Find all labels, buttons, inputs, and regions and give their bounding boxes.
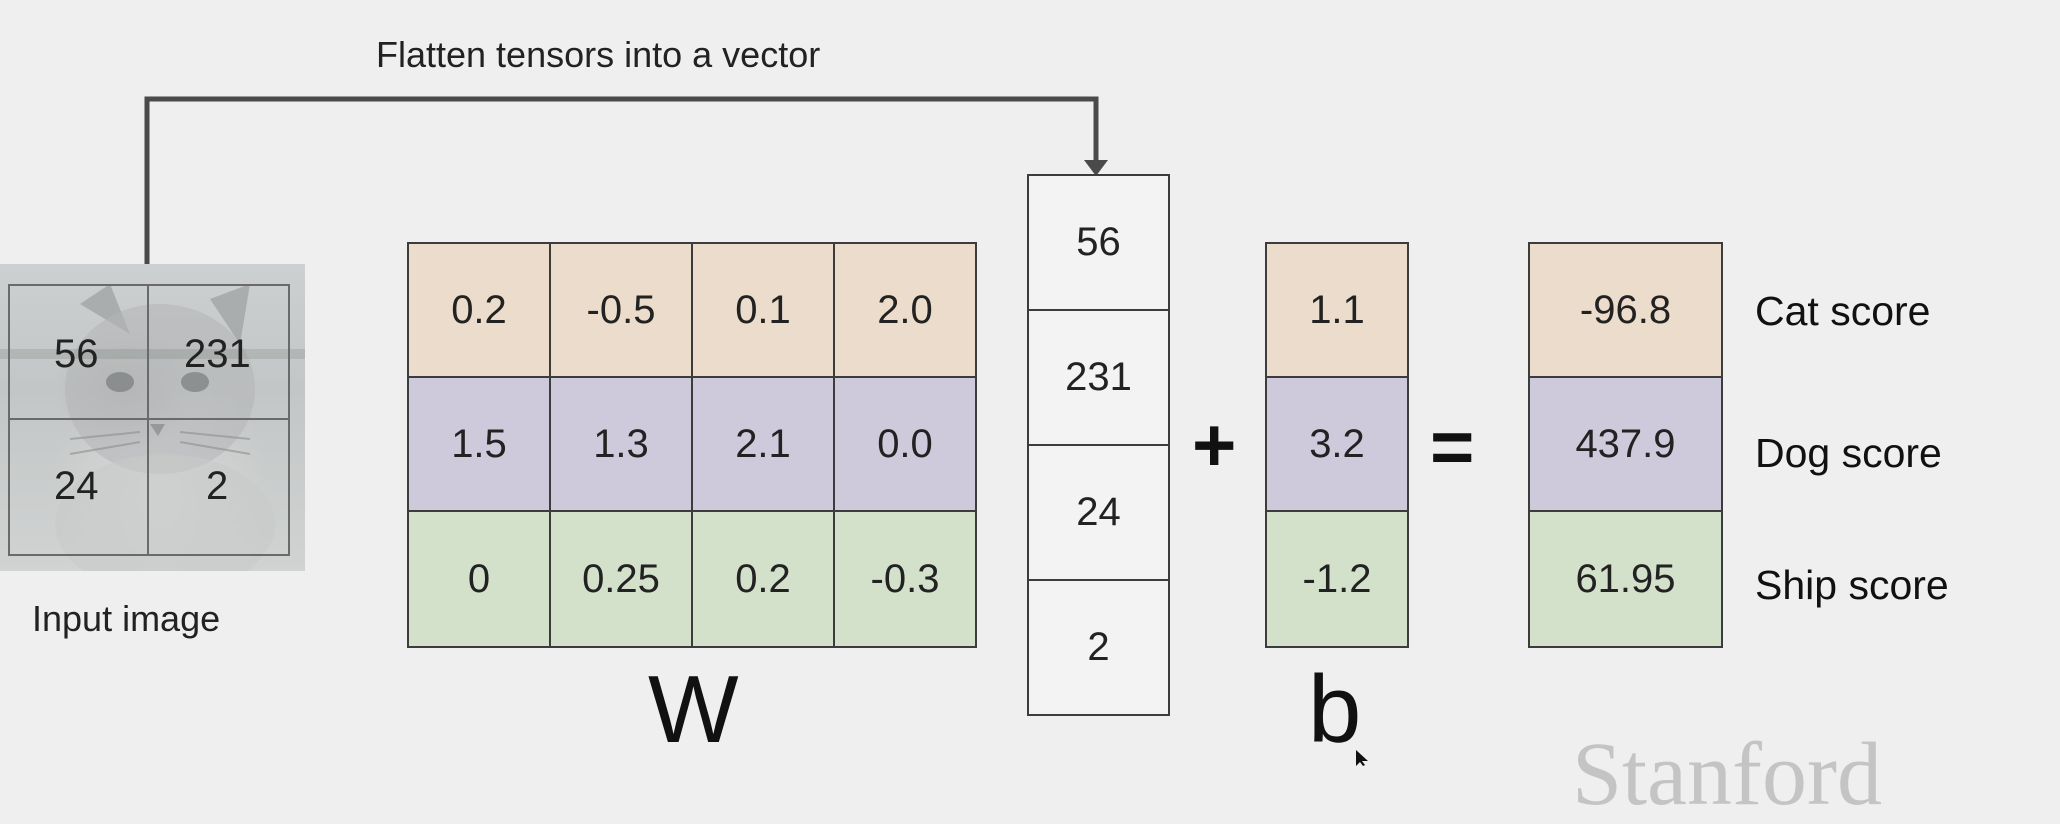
score-label-cat: Cat score <box>1755 288 1931 334</box>
w-cell: 0 <box>407 510 551 648</box>
image-grid-border <box>8 284 290 286</box>
w-cell: 2.1 <box>691 376 835 512</box>
image-grid-divider <box>8 418 290 420</box>
w-cell: 0.25 <box>549 510 693 648</box>
w-label: W <box>648 656 739 763</box>
bias-cell: 3.2 <box>1265 376 1409 512</box>
w-cell: 1.5 <box>407 376 551 512</box>
w-cell: 1.3 <box>549 376 693 512</box>
score-label-dog: Dog score <box>1755 430 1942 476</box>
watermark: Stanford <box>1572 725 1882 824</box>
image-grid-border <box>8 554 290 556</box>
score-label-ship: Ship score <box>1755 562 1949 608</box>
w-cell: 0.2 <box>691 510 835 648</box>
w-cell: -0.3 <box>833 510 977 648</box>
vector-cell: 231 <box>1027 309 1170 446</box>
pixel-value: 56 <box>54 332 99 376</box>
arrow-label: Flatten tensors into a vector <box>376 34 821 75</box>
vector-cell: 56 <box>1027 174 1170 311</box>
w-cell: -0.5 <box>549 242 693 378</box>
bias-cell: 1.1 <box>1265 242 1409 378</box>
score-cell: 437.9 <box>1528 376 1723 512</box>
input-image: 56 231 24 2 <box>0 264 305 571</box>
image-grid-border <box>288 284 290 556</box>
bias-cell: -1.2 <box>1265 510 1409 648</box>
score-cell: -96.8 <box>1528 242 1723 378</box>
pixel-value: 2 <box>206 464 229 508</box>
w-cell: 0.2 <box>407 242 551 378</box>
image-grid-border <box>8 284 10 556</box>
equals-sign: = <box>1430 405 1475 490</box>
vector-cell: 2 <box>1027 579 1170 716</box>
image-grid-divider <box>147 284 149 556</box>
flatten-arrow <box>144 96 1108 264</box>
score-cell: 61.95 <box>1528 510 1723 648</box>
b-label: b <box>1308 656 1362 763</box>
input-image-caption: Input image <box>32 598 221 639</box>
pixel-value: 24 <box>54 464 99 508</box>
cat-illustration <box>0 284 305 571</box>
plus-sign: + <box>1192 403 1237 488</box>
w-cell: 0.1 <box>691 242 835 378</box>
w-cell: 2.0 <box>833 242 977 378</box>
w-cell: 0.0 <box>833 376 977 512</box>
mouse-cursor-icon <box>1356 750 1368 766</box>
vector-cell: 24 <box>1027 444 1170 581</box>
pixel-value: 231 <box>184 332 251 376</box>
